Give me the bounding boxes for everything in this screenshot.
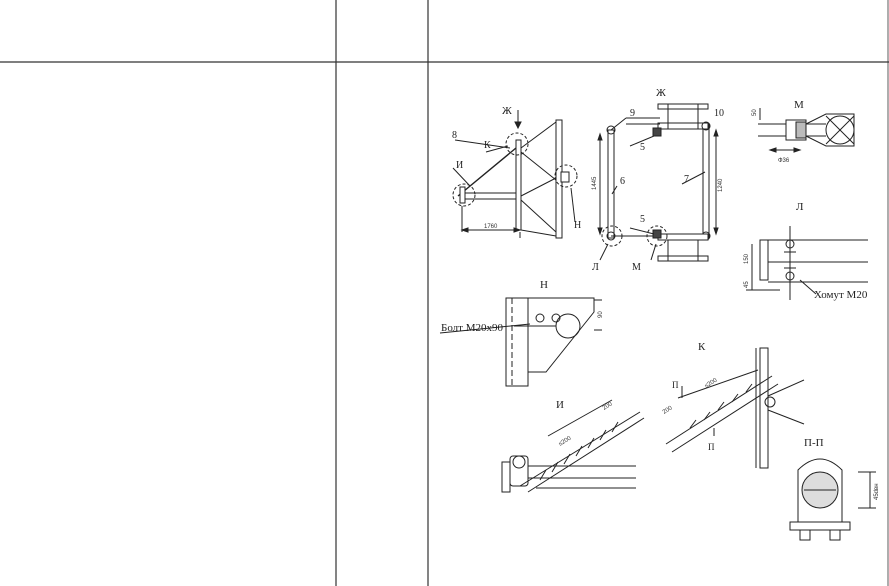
part-9: 9 bbox=[630, 108, 635, 119]
dim-50: 50 bbox=[752, 109, 758, 116]
note-clamp: Хомут М20 bbox=[814, 289, 868, 301]
detail-m-drawing bbox=[758, 108, 855, 153]
callout-i: И bbox=[456, 160, 463, 171]
view-label-zh-top: Ж bbox=[656, 87, 666, 99]
note-bolt: Болт М20х90 bbox=[441, 322, 503, 334]
callout-m: М bbox=[632, 262, 641, 273]
dim-45dv: 45dвн bbox=[874, 483, 880, 500]
view-label-m: М bbox=[794, 99, 804, 111]
dim-1760: 1760 bbox=[484, 224, 498, 230]
dim-90: 90 bbox=[598, 311, 604, 318]
labels: Ж Ж М Л Н К И П-П К И Н Л М П П 8 9 10 5… bbox=[441, 87, 880, 500]
part-7: 7 bbox=[684, 174, 689, 185]
view-label-zh-left: Ж bbox=[502, 105, 512, 117]
dim-le200-k: ≤200 bbox=[704, 377, 719, 389]
callout-k: К bbox=[484, 140, 491, 151]
callout-n: Н bbox=[574, 220, 581, 231]
dim-1240: 1240 bbox=[718, 178, 724, 192]
part-10: 10 bbox=[714, 108, 724, 119]
dim-150: 150 bbox=[744, 253, 750, 264]
part-5a: 5 bbox=[640, 142, 645, 153]
dim-phi36: Ф36 bbox=[778, 158, 790, 164]
view-label-l: Л bbox=[796, 201, 804, 213]
part-6: 6 bbox=[620, 176, 625, 187]
callout-p-bottom: П bbox=[708, 442, 715, 452]
detail-l-drawing bbox=[746, 226, 868, 300]
view-label-i: И bbox=[556, 399, 564, 411]
dim-200-k: 200 bbox=[662, 405, 674, 416]
view-label-pp: П-П bbox=[804, 437, 824, 449]
dim-200-i: 200 bbox=[602, 401, 614, 412]
side-view-drawing bbox=[452, 110, 578, 239]
detail-n-drawing bbox=[439, 297, 602, 387]
dim-45: 45 bbox=[744, 281, 750, 288]
dim-1445: 1445 bbox=[592, 176, 598, 190]
callout-p-top: П bbox=[672, 380, 679, 390]
part-8: 8 bbox=[452, 130, 457, 141]
plan-view-drawing bbox=[597, 103, 719, 262]
callout-l: Л bbox=[592, 262, 599, 273]
detail-i-drawing bbox=[501, 399, 645, 493]
section-pp-drawing bbox=[789, 458, 876, 541]
view-label-n: Н bbox=[540, 279, 548, 291]
dim-le200-i: ≤200 bbox=[558, 435, 573, 447]
detail-k-drawing bbox=[665, 347, 805, 469]
part-5b: 5 bbox=[640, 214, 645, 225]
view-label-k: К bbox=[698, 341, 706, 353]
